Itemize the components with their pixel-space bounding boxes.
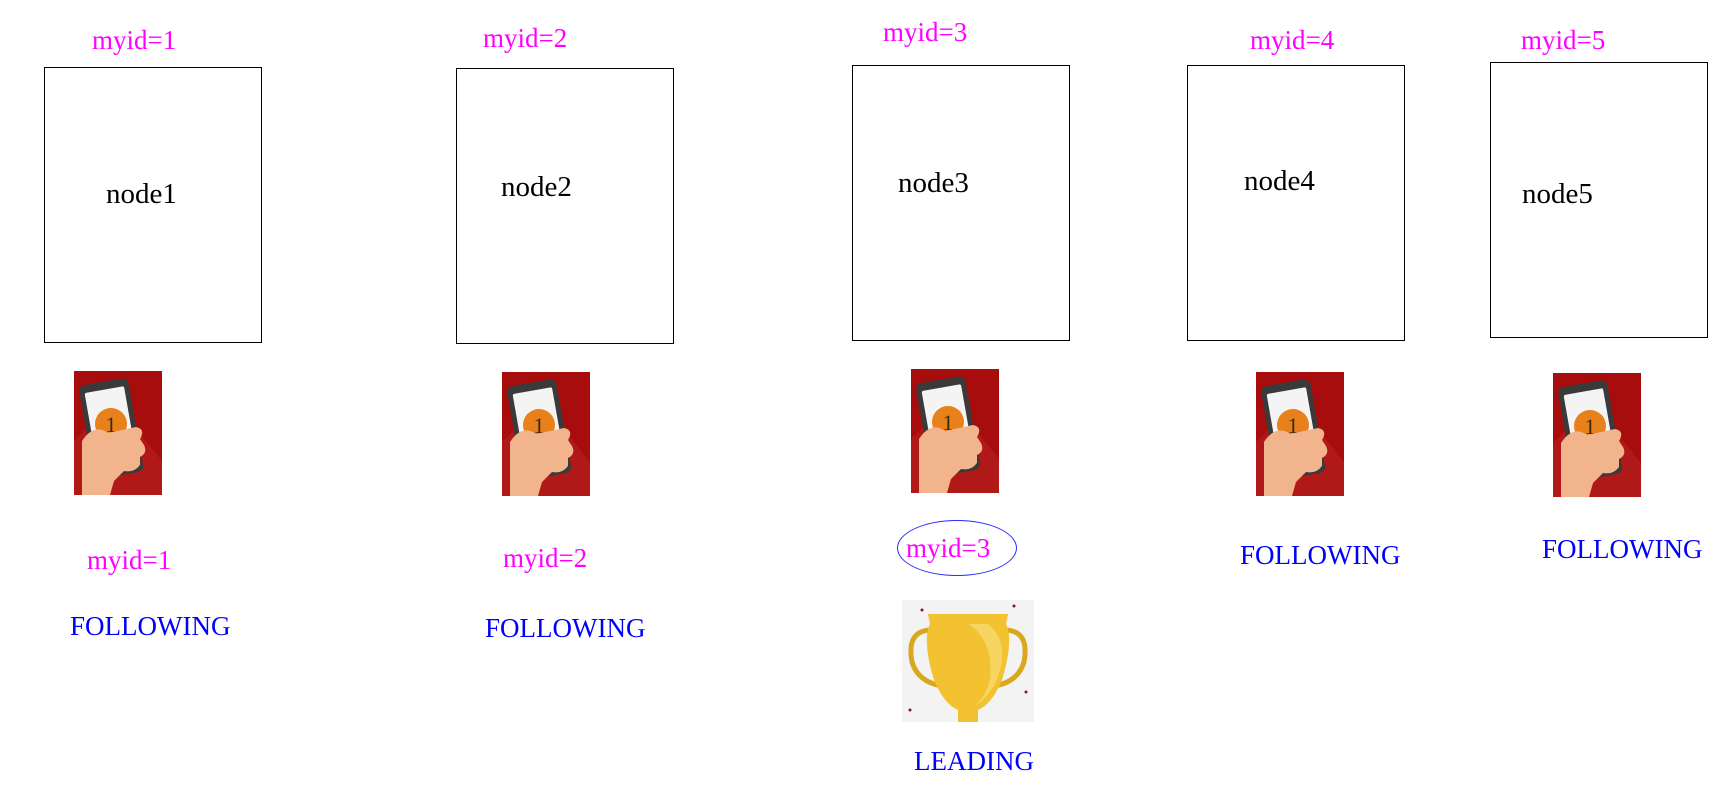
vote-number: 1 <box>1585 414 1596 439</box>
node-state: LEADING <box>914 746 1034 776</box>
node-box: node1 <box>44 67 262 343</box>
node-box: node2 <box>456 68 674 344</box>
vote-myid-label: myid=1 <box>87 545 172 575</box>
node-name: node5 <box>1522 178 1593 210</box>
vote-myid-label: myid=3 <box>906 533 991 563</box>
node-name: node2 <box>501 171 572 203</box>
node-state: FOLLOWING <box>485 613 646 643</box>
vote-card-icon: 1 <box>1256 372 1344 496</box>
trophy-icon <box>902 600 1034 722</box>
vote-card-icon: 1 <box>911 369 999 493</box>
node-box: node3 <box>852 65 1070 341</box>
node-box: node4 <box>1187 65 1405 341</box>
selected-vote-ellipse <box>897 520 1017 576</box>
node-name: node4 <box>1244 165 1315 197</box>
vote-number: 1 <box>106 412 117 437</box>
node-box: node5 <box>1490 62 1708 338</box>
vote-card-icon: 1 <box>1553 373 1641 497</box>
node-myid-label: myid=5 <box>1521 25 1606 55</box>
vote-number: 1 <box>943 410 954 435</box>
vote-number: 1 <box>1288 413 1299 438</box>
node-myid-label: myid=3 <box>883 17 968 47</box>
node-state: FOLLOWING <box>1240 540 1401 570</box>
node-name: node3 <box>898 167 969 199</box>
node-name: node1 <box>106 178 177 210</box>
vote-number: 1 <box>534 413 545 438</box>
node-myid-label: myid=2 <box>483 23 568 53</box>
vote-card-icon: 1 <box>502 372 590 496</box>
node-state: FOLLOWING <box>70 611 231 641</box>
node-myid-label: myid=1 <box>92 25 177 55</box>
node-state: FOLLOWING <box>1542 534 1703 564</box>
node-myid-label: myid=4 <box>1250 25 1335 55</box>
vote-myid-label: myid=2 <box>503 543 588 573</box>
vote-card-icon: 1 <box>74 371 162 495</box>
